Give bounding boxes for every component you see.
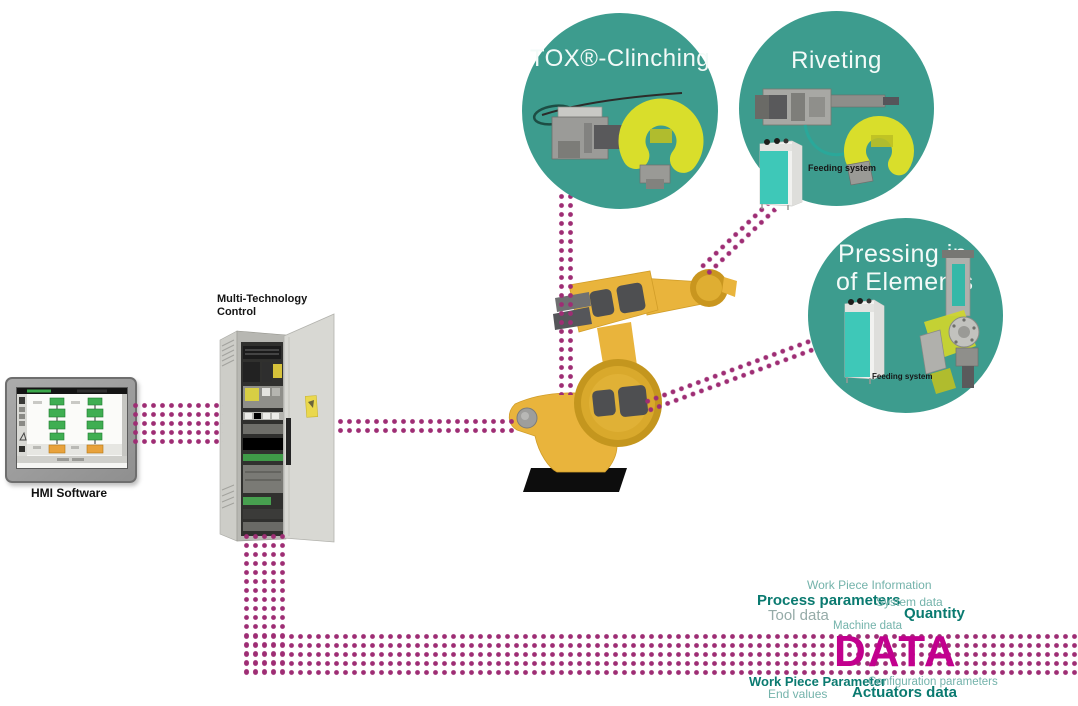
cloud-term-process-parameters: Process parameters — [757, 592, 901, 609]
control-cabinet-graphic — [219, 313, 335, 543]
riveting-tool-graphic — [755, 88, 914, 186]
dotted-link-cabinet-to-robot — [336, 417, 517, 435]
data-title: DATA — [834, 627, 958, 676]
process-circle-riveting: Riveting — [739, 11, 934, 206]
tox-clinching-title: TOX®-Clinching — [529, 45, 711, 72]
cloud-term-machine-data: Machine data — [833, 620, 903, 632]
feeding-system-pressing — [844, 298, 885, 384]
process-circle-tox-clinching: TOX®-Clinching — [522, 13, 718, 209]
feeding-system-riveting — [759, 138, 803, 210]
riveting-title: Riveting — [791, 47, 882, 74]
cloud-term-work-piece-parameter: Work Piece Parameter — [749, 674, 887, 689]
cloud-term-actuators-data: Actuators data — [852, 684, 958, 701]
robot-arm — [508, 269, 737, 492]
cloud-term-quantity: Quantity — [904, 605, 965, 622]
dotted-link-hmi-to-cabinet — [131, 401, 223, 446]
cloud-term-configuration-parameters: Configuration parameters — [868, 676, 998, 688]
hmi-flowchart-graphic — [17, 388, 127, 463]
pressing-tool-graphic — [919, 250, 980, 394]
dotted-link-data-bus — [242, 632, 1078, 677]
multi-technology-control-label: Multi-Technology Control — [217, 293, 307, 319]
feeding-system-label-riveting: Feeding system — [808, 163, 877, 173]
feeding-system-label-pressing: Feeding system — [872, 372, 933, 381]
dotted-link-tox-to-robot — [557, 192, 575, 395]
cloud-term-work-piece-information: Work Piece Information — [807, 578, 932, 592]
hmi-screen — [16, 387, 128, 469]
cloud-term-system-data: System data — [876, 595, 943, 609]
process-circle-pressing: Pressing in of Elements — [808, 218, 1003, 413]
hmi-software-label: HMI Software — [30, 486, 107, 500]
cloud-term-tool-data: Tool data — [768, 607, 829, 624]
cabinet-label-line1: Multi-Technology — [217, 293, 308, 305]
clinching-tool-graphic — [532, 92, 704, 189]
cabinet-label-line2: Control — [217, 306, 257, 318]
hmi-monitor — [5, 377, 137, 483]
cloud-term-end-values: End values — [768, 687, 828, 701]
